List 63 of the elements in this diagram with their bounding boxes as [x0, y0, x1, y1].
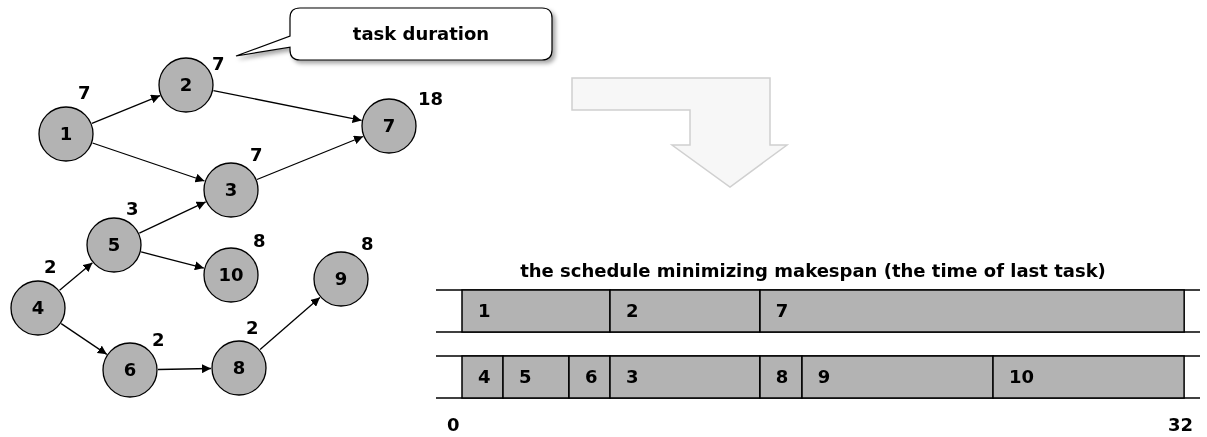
duration-label: 2: [246, 319, 259, 337]
duration-label: 18: [418, 90, 444, 108]
schedule-bar: [462, 290, 610, 332]
task-number: 6: [123, 361, 137, 379]
task-circle: [203, 162, 259, 218]
task-circle: [361, 98, 417, 154]
schedule-bar: [610, 290, 760, 332]
task-number: 5: [107, 236, 121, 254]
schedule-bar: [759, 356, 802, 398]
schedule-bar: [568, 356, 610, 398]
schedule-bar: [503, 356, 569, 398]
task-number: 2: [626, 302, 639, 320]
duration-label: 2: [152, 331, 165, 349]
task-number: 8: [232, 359, 246, 377]
duration-label: 8: [361, 235, 374, 253]
duration-label: 7: [212, 55, 225, 73]
task-number: 1: [59, 125, 73, 143]
schedule-bar: [992, 356, 1184, 398]
duration-label: 8: [253, 232, 266, 250]
arrow: [138, 201, 207, 234]
schedule-bar: [801, 356, 993, 398]
duration-label: 7: [78, 84, 91, 102]
arrow: [91, 94, 161, 125]
task-circle: [10, 280, 66, 336]
task-number: 4: [478, 368, 491, 386]
arrow: [140, 251, 205, 271]
task-number: 7: [382, 117, 396, 135]
task-number: 5: [519, 368, 532, 386]
duration-label: 3: [126, 200, 139, 218]
task-number: 10: [1008, 368, 1034, 386]
schedule-title: the schedule minimizing makespan (the time of last task): [520, 262, 1106, 280]
arrow: [259, 296, 321, 351]
schedule-bar: [759, 290, 1184, 332]
task-number: 10: [218, 266, 244, 284]
schedule-bar: [462, 356, 504, 398]
arrow: [157, 364, 212, 374]
arrow: [60, 323, 108, 355]
arrow: [58, 262, 94, 291]
task-circle: [211, 340, 267, 396]
task-circle: [86, 217, 142, 273]
axis-tick-label: 32: [1168, 416, 1194, 434]
task-number: 7: [775, 302, 789, 320]
task-number: 8: [775, 368, 789, 386]
task-circle: [313, 251, 369, 307]
axis-tick-label: 0: [447, 416, 460, 434]
task-number: 3: [626, 368, 639, 386]
duration-label: 7: [250, 146, 263, 164]
duration-label: 2: [44, 258, 57, 276]
task-circle: [38, 106, 94, 162]
task-number: 4: [31, 299, 45, 317]
task-circle: [203, 247, 259, 303]
callout-text: task duration: [352, 25, 490, 43]
task-number: 9: [817, 368, 831, 386]
task-number: 3: [224, 181, 238, 199]
arrow: [256, 135, 364, 181]
task-number: 9: [334, 270, 348, 288]
task-circle: [158, 57, 214, 113]
arrow: [91, 142, 206, 183]
schedule-bar: [610, 356, 760, 398]
task-number: 2: [179, 76, 193, 94]
arrow: [212, 89, 363, 124]
task-number: 6: [584, 368, 598, 386]
task-number: 1: [478, 302, 491, 320]
